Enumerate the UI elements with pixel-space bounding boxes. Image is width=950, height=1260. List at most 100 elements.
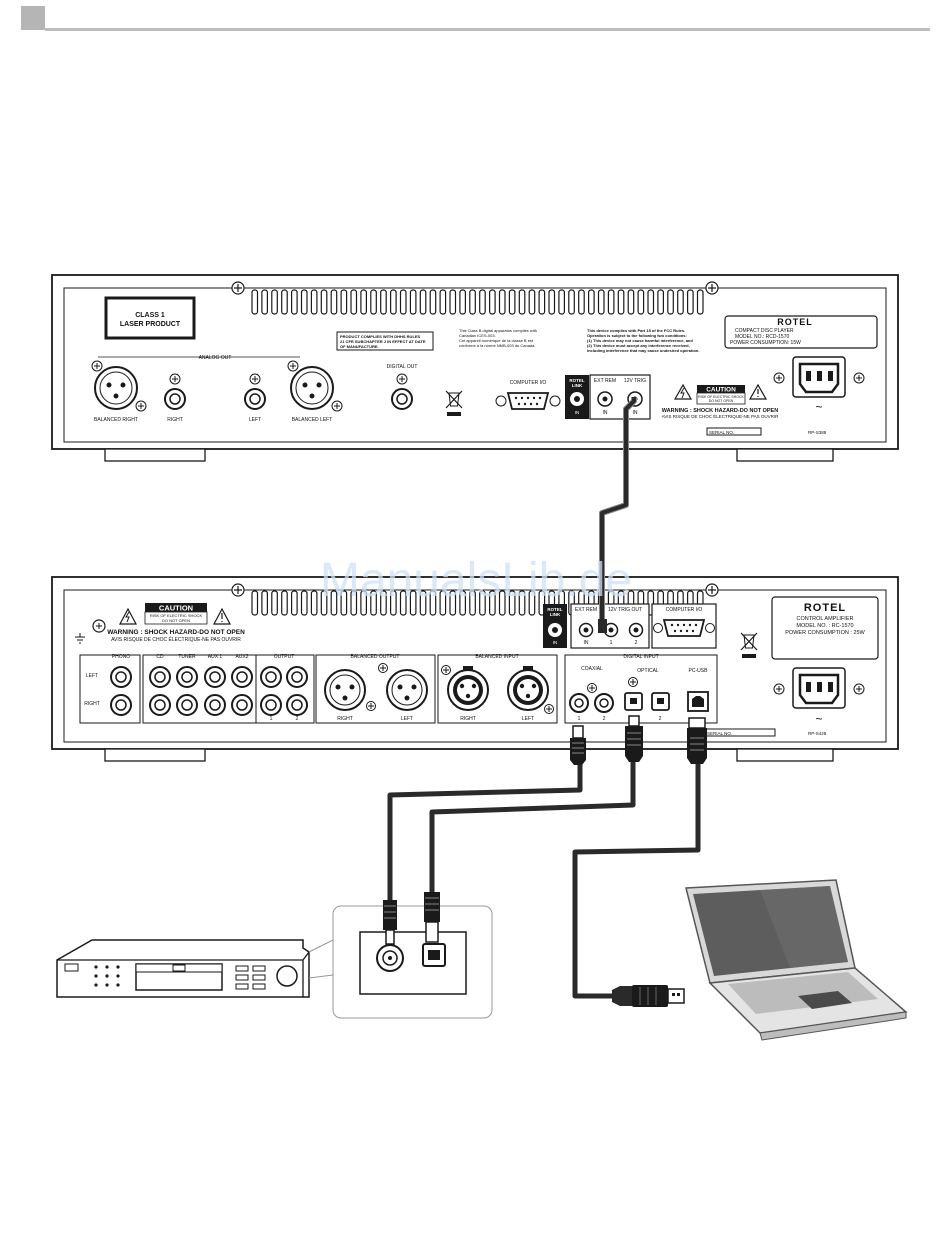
rca-jack-cd-right[interactable] — [149, 694, 171, 716]
coaxial-input-1[interactable] — [569, 693, 589, 713]
screw — [331, 400, 343, 412]
trig-out-label: 12V TRIG OUT — [608, 607, 642, 613]
shock-warning-icon — [673, 383, 693, 400]
optical-2-label: 2 — [659, 716, 662, 722]
rca-jack-output-2-right[interactable] — [286, 694, 308, 716]
warning-text: WARNING : SHOCK HAZARD-DO NOT OPEN — [662, 408, 778, 414]
rca-jack-phono-right[interactable] — [110, 694, 132, 716]
ext-rem-jack[interactable] — [597, 391, 613, 407]
rca-jack-output-1-left[interactable] — [260, 666, 282, 688]
power-button[interactable] — [64, 963, 79, 972]
trig-out-jack-2[interactable] — [628, 622, 644, 638]
xlr-balanced-output-right[interactable] — [324, 669, 376, 711]
phono-label: PHONO — [112, 654, 130, 660]
vent-slot — [399, 590, 407, 616]
brand-logo: ROTEL — [777, 317, 813, 327]
inset-coaxial-jack[interactable] — [376, 944, 404, 972]
model-line-3: POWER CONSUMPTION : 25W — [785, 630, 865, 636]
vent-slot — [350, 590, 358, 616]
rca-jack-cd-left[interactable] — [149, 666, 171, 688]
vent-slot — [300, 590, 308, 616]
vent-slot — [538, 289, 546, 315]
computer-io-label: COMPUTER I/O — [510, 380, 547, 386]
rotel-link-jack[interactable] — [548, 623, 562, 637]
xlr-balanced-input-left[interactable] — [507, 666, 554, 714]
usb-a-plug — [612, 985, 685, 1007]
coaxial-digital-out-jack[interactable] — [391, 373, 413, 410]
rca-jack-aux2-right[interactable] — [231, 694, 253, 716]
vent-slot — [310, 289, 318, 315]
screw — [231, 583, 245, 597]
vent-slot — [449, 289, 457, 315]
rca-jack-aux1-left[interactable] — [204, 666, 226, 688]
left-row-label: LEFT — [86, 673, 98, 679]
vent-slot — [667, 289, 674, 315]
screw — [231, 281, 245, 295]
part-number: RP-S388 — [808, 430, 827, 435]
vent-slot — [479, 590, 486, 616]
fcc-line-3: (1) This device may not cause harmful in… — [587, 338, 693, 343]
source-device — [56, 939, 310, 998]
ac-symbol: ~ — [815, 400, 822, 414]
rca-jack-tuner-right[interactable] — [176, 694, 198, 716]
screw — [628, 677, 638, 687]
screw — [587, 683, 597, 693]
optical-input-2[interactable] — [651, 692, 670, 711]
vent-slot — [568, 289, 575, 315]
vent-slot — [696, 289, 704, 315]
screw — [705, 281, 719, 295]
rotel-link-jack[interactable] — [570, 392, 584, 406]
watermark: ManualsLib.de — [320, 554, 632, 607]
rca-jack-aux1-right[interactable] — [204, 694, 226, 716]
rca-jack-output-2-left[interactable] — [286, 666, 308, 688]
rotel-link-label-2: LINK — [550, 612, 561, 617]
vent-slot — [677, 289, 684, 315]
laptop-touchpad[interactable] — [798, 991, 852, 1009]
vent-slot — [360, 590, 367, 616]
ext-rem-jack[interactable] — [578, 622, 594, 638]
rca-jack-output-1-right[interactable] — [260, 694, 282, 716]
vent-slot — [390, 289, 397, 315]
caution-sub-1: RISK OF ELECTRIC SHOCK — [698, 395, 744, 399]
serial-label: SERIAL NO. — [709, 430, 734, 435]
rca-jack-phono-left[interactable] — [110, 666, 132, 688]
usb-b-port[interactable] — [687, 691, 709, 712]
fcc-line-2: Operation is subject to the following tw… — [587, 333, 687, 338]
vent-slot — [320, 590, 328, 616]
rca-jack-aux2-left[interactable] — [231, 666, 253, 688]
exclamation-warning-icon — [213, 607, 231, 625]
balanced-output-right-label: RIGHT — [337, 716, 353, 722]
vent-slot — [479, 289, 486, 315]
laser-label-line-1: CLASS 1 — [135, 312, 165, 319]
vent-slot — [291, 289, 298, 315]
balanced-input-right-label: RIGHT — [460, 716, 476, 722]
rca-jack-right[interactable] — [164, 373, 186, 410]
trig-in-label: IN — [633, 410, 638, 416]
computer-io-port[interactable] — [653, 619, 715, 637]
balanced-right-label: BALANCED RIGHT — [94, 417, 138, 423]
xlr-jack-balanced-left[interactable] — [290, 366, 334, 410]
vent-slot — [508, 289, 516, 315]
vent-slot — [310, 590, 318, 616]
aux2-label: AUX2 — [235, 654, 248, 660]
vent-slot — [617, 289, 625, 315]
xlr-balanced-output-left[interactable] — [378, 663, 428, 711]
xlr-jack-balanced-right[interactable] — [94, 366, 138, 410]
optical-plug — [625, 715, 643, 762]
coaxial-input-2[interactable] — [594, 693, 614, 713]
xlr-balanced-input-right[interactable] — [441, 665, 489, 711]
rca-jack-tuner-left[interactable] — [176, 666, 198, 688]
computer-io-port[interactable] — [495, 392, 561, 410]
vent-slot — [419, 590, 427, 616]
trig-out-jack-1[interactable] — [603, 622, 619, 638]
fcc-line-1: This device complies with Part 15 of the… — [587, 328, 685, 333]
ac-power-inlet[interactable] — [773, 667, 865, 709]
optical-input-1[interactable] — [624, 692, 643, 711]
ac-power-inlet[interactable] — [773, 356, 865, 398]
rca-jack-left[interactable] — [244, 373, 266, 410]
inset-optical-jack[interactable] — [422, 943, 446, 967]
volume-knob[interactable] — [276, 965, 298, 987]
coaxial-2-label: 2 — [603, 716, 606, 722]
part-number: RP-S428 — [808, 731, 827, 736]
ground-terminal-icon — [75, 619, 106, 644]
